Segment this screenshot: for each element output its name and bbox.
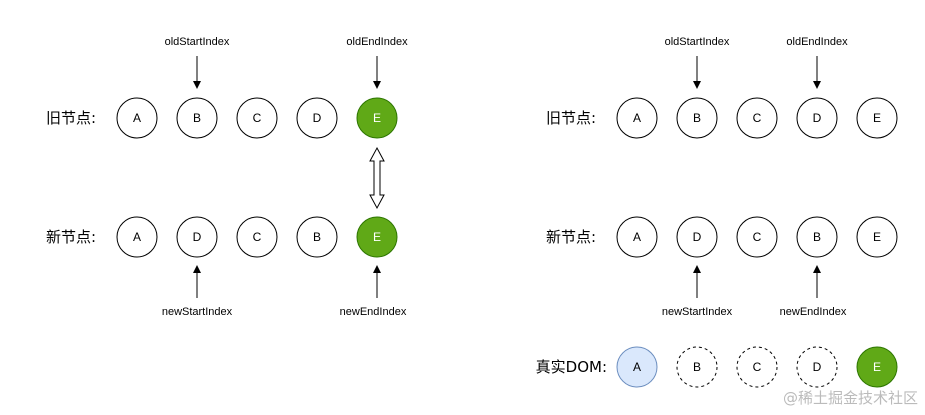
node-label: A bbox=[633, 111, 641, 125]
real-dom-node-pending: B bbox=[676, 346, 718, 388]
node-label: D bbox=[193, 230, 202, 244]
old-node: E bbox=[856, 97, 898, 139]
old-node: C bbox=[736, 97, 778, 139]
new-start-index-label: newStartIndex bbox=[162, 306, 233, 318]
old-nodes-row-label: 旧节点: bbox=[546, 109, 596, 127]
node-label: E bbox=[873, 111, 881, 125]
new-node: A bbox=[116, 216, 158, 258]
watermark-text: @稀土掘金技术社区 bbox=[783, 389, 918, 407]
node-label: D bbox=[813, 111, 822, 125]
node-label: A bbox=[633, 360, 641, 374]
new-node-highlighted: E bbox=[356, 216, 398, 258]
node-label: A bbox=[633, 230, 641, 244]
left-panel: oldStartIndex oldEndIndex 旧节点: A B C D E bbox=[46, 36, 408, 318]
real-dom-node-highlighted: E bbox=[856, 346, 898, 388]
node-label: C bbox=[253, 111, 262, 125]
old-node: B bbox=[676, 97, 718, 139]
old-nodes-row-label: 旧节点: bbox=[46, 109, 96, 127]
new-nodes-row-label: 新节点: bbox=[546, 228, 596, 246]
node-label: E bbox=[373, 111, 381, 125]
node-label: D bbox=[693, 230, 702, 244]
old-node: A bbox=[116, 97, 158, 139]
old-end-index-label: oldEndIndex bbox=[786, 36, 848, 48]
old-node: C bbox=[236, 97, 278, 139]
new-node: C bbox=[736, 216, 778, 258]
new-start-index-label: newStartIndex bbox=[662, 306, 733, 318]
node-label: B bbox=[313, 230, 321, 244]
node-label: E bbox=[873, 230, 881, 244]
node-label: B bbox=[693, 111, 701, 125]
node-label: E bbox=[373, 230, 381, 244]
old-node: D bbox=[296, 97, 338, 139]
node-label: B bbox=[813, 230, 821, 244]
node-label: B bbox=[693, 360, 701, 374]
right-panel: oldStartIndex oldEndIndex 旧节点: A B C D E… bbox=[536, 36, 898, 388]
node-label: D bbox=[313, 111, 322, 125]
node-label: B bbox=[193, 111, 201, 125]
node-label: C bbox=[753, 111, 762, 125]
real-dom-node-patched: A bbox=[616, 346, 658, 388]
new-node: A bbox=[616, 216, 658, 258]
new-end-index-label: newEndIndex bbox=[780, 306, 847, 318]
old-node: B bbox=[176, 97, 218, 139]
new-node: E bbox=[856, 216, 898, 258]
new-node: B bbox=[796, 216, 838, 258]
node-label: C bbox=[253, 230, 262, 244]
node-label: A bbox=[133, 111, 141, 125]
old-start-index-label: oldStartIndex bbox=[165, 36, 230, 48]
compare-double-arrow bbox=[369, 146, 385, 210]
old-end-index-label: oldEndIndex bbox=[346, 36, 408, 48]
node-label: A bbox=[133, 230, 141, 244]
real-dom-node-pending: C bbox=[736, 346, 778, 388]
old-node-highlighted: E bbox=[356, 97, 398, 139]
new-node: D bbox=[176, 216, 218, 258]
node-label: C bbox=[753, 230, 762, 244]
node-label: D bbox=[813, 360, 822, 374]
new-node: D bbox=[676, 216, 718, 258]
real-dom-row-label: 真实DOM: bbox=[536, 358, 607, 376]
old-node: D bbox=[796, 97, 838, 139]
old-start-index-label: oldStartIndex bbox=[665, 36, 730, 48]
real-dom-node-pending: D bbox=[796, 346, 838, 388]
old-node: A bbox=[616, 97, 658, 139]
new-node: B bbox=[296, 216, 338, 258]
new-end-index-label: newEndIndex bbox=[340, 306, 407, 318]
node-label: E bbox=[873, 360, 881, 374]
node-label: C bbox=[753, 360, 762, 374]
new-node: C bbox=[236, 216, 278, 258]
new-nodes-row-label: 新节点: bbox=[46, 228, 96, 246]
